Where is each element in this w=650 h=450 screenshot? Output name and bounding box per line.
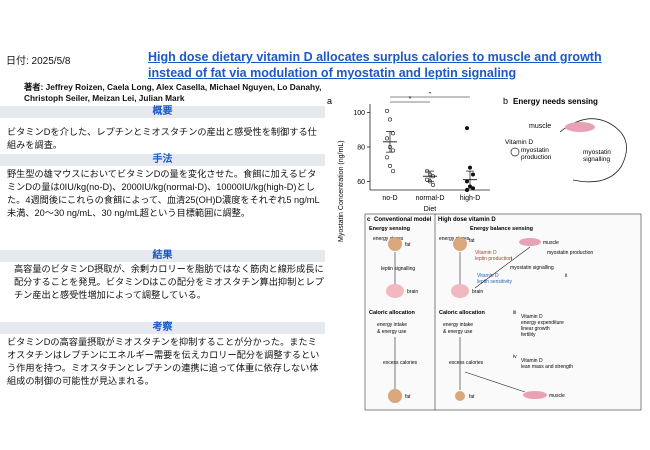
figure: a Myostatin Concentration (ng/mL) 60 80 10… <box>327 92 642 411</box>
leptin-sensitivity: leptin sensitivity <box>477 279 513 285</box>
brain-label-1: brain <box>407 289 418 295</box>
fat-cell-icon-2 <box>388 389 402 403</box>
paper-title[interactable]: High dose dietary vitamin D allocates su… <box>148 50 602 80</box>
myostatin-signalling: myostatin signalling <box>510 265 554 271</box>
panel-a-label: a <box>327 96 332 106</box>
fat-cell-icon-3 <box>453 237 467 251</box>
muscle-shape-2 <box>519 238 541 246</box>
data-point <box>384 155 389 160</box>
data-point <box>391 148 396 153</box>
inhibit-icon <box>510 147 520 157</box>
sig-star: * <box>429 92 432 98</box>
panel-a-xlabel: Diet <box>424 206 437 213</box>
fat-label-4: fat <box>469 394 475 400</box>
energy-sensing: Energy sensing <box>369 226 410 232</box>
vitd-expenditure: Vitamin D <box>521 314 543 320</box>
muscle-label-c: muscle <box>543 240 559 246</box>
x-category-label: high-D <box>460 195 481 202</box>
data-point <box>384 108 389 113</box>
use-1: & energy use <box>377 329 407 335</box>
panel-b-vitd: Vitamin D <box>505 139 533 146</box>
overview-text: ビタミンDを介した、レプチンとミオスタチンの産出と感受性を制御する仕組みを調査。 <box>7 127 317 150</box>
fertility: fertility <box>521 332 536 338</box>
leptin-production: leptin production <box>475 256 512 262</box>
x-category-label: normal-D <box>416 195 445 202</box>
brain-label-2: brain <box>472 289 483 295</box>
excess-2: excess calories <box>449 360 484 366</box>
brain-icon-2 <box>451 284 469 298</box>
panel-b-production: production <box>521 154 552 161</box>
excess-1: excess calories <box>383 360 418 366</box>
date: 日付: 2025/5/8 <box>6 56 71 67</box>
leptin-signalling: leptin signalling <box>381 266 415 272</box>
panel-a-ylabel: Myostatin Concentration (ng/mL) <box>338 140 345 242</box>
x-category-label: no-D <box>382 195 397 202</box>
panel-c-frame <box>364 213 642 411</box>
data-point <box>391 131 396 136</box>
panel-b-myostatin: myostatin <box>521 147 549 154</box>
vitd-sensitivity: Vitamin D <box>477 273 499 279</box>
roman-ii: ii <box>565 273 567 279</box>
section-heading-method: 手法 <box>0 154 325 166</box>
y-tick-label: 60 <box>357 179 365 186</box>
high-dose-model: High dose vitamin D <box>438 217 496 223</box>
roman-iii: iii <box>513 310 516 316</box>
method-text: 野生型の雄マウスにおいてビタミンDの量を変化させた。食餌に加えるビタミンDの量は… <box>7 169 320 218</box>
panel-b-title: Energy needs sensing <box>513 97 598 106</box>
data-point <box>387 163 392 168</box>
panel-b-loop <box>559 118 627 183</box>
result-text: 高容量のビタミンD摂取が、余剰カロリーを脂肪ではなく筋肉と線形成長に配分すること… <box>14 264 324 300</box>
fat-label-2: fat <box>405 394 411 400</box>
data-point <box>391 169 396 174</box>
data-point <box>431 182 436 187</box>
data-point <box>387 117 392 122</box>
panel-c-label: c <box>367 217 371 223</box>
panel-b-myostatin2: myostatin <box>583 149 611 156</box>
roman-iv: iv <box>513 354 517 360</box>
roman-i: i <box>511 256 512 262</box>
arrow-4 <box>474 246 531 289</box>
muscle-shape <box>565 122 595 132</box>
intake-1: energy intake <box>377 322 407 328</box>
sig-star: * <box>409 96 412 103</box>
discussion-text: ビタミンDの高容量摂取がミオスタチンを抑制することが分かった。またミオスタチンは… <box>7 337 320 386</box>
data-point <box>384 136 389 141</box>
arrow-6 <box>464 371 526 393</box>
fat-cell-icon <box>388 237 402 251</box>
panel-b-muscle: muscle <box>529 123 551 130</box>
section-heading-discussion: 考察 <box>0 322 325 334</box>
energy-stores-2: energy stores <box>439 236 470 242</box>
energy-stores-1: energy stores <box>373 236 404 242</box>
lean-mass: lean mass and strength <box>521 364 573 370</box>
vitd-lean: Vitamin D <box>521 358 543 364</box>
data-point <box>465 179 470 184</box>
data-point <box>471 172 476 177</box>
fat-label-1: fat <box>405 242 411 248</box>
muscle-label-c2: muscle <box>549 393 565 399</box>
energy-balance-sensing: Energy balance sensing <box>470 226 533 232</box>
conventional-model: Conventional model <box>374 217 432 223</box>
data-point <box>465 126 470 131</box>
linear-growth: linear growth <box>521 326 550 332</box>
caloric-allocation-2: Caloric allocation <box>439 310 485 316</box>
panel-b-signalling: signalling <box>583 156 610 163</box>
caloric-allocation-1: Caloric allocation <box>369 310 415 316</box>
y-tick-label: 100 <box>353 110 365 117</box>
section-heading-result: 結果 <box>0 250 325 262</box>
data-point <box>468 165 473 170</box>
section-heading-overview: 概要 <box>0 106 325 118</box>
authors: 著者: Jeffrey Roizen, Caela Long, Alex Cas… <box>24 82 322 103</box>
use-2: & energy use <box>443 329 473 335</box>
intake-2: energy intake <box>443 322 473 328</box>
fat-cell-icon-4 <box>455 391 465 401</box>
y-tick-label: 80 <box>357 145 365 152</box>
myostatin-production: myostatin production <box>547 250 593 256</box>
fat-label-3: fat <box>469 238 475 244</box>
data-point <box>465 188 470 193</box>
energy-expenditure: energy expenditure <box>521 320 564 326</box>
panel-b-label: b <box>503 96 508 106</box>
brain-icon-1 <box>386 284 404 298</box>
vitd-leptin: Vitamin D <box>475 250 497 256</box>
muscle-shape-3 <box>523 391 547 399</box>
